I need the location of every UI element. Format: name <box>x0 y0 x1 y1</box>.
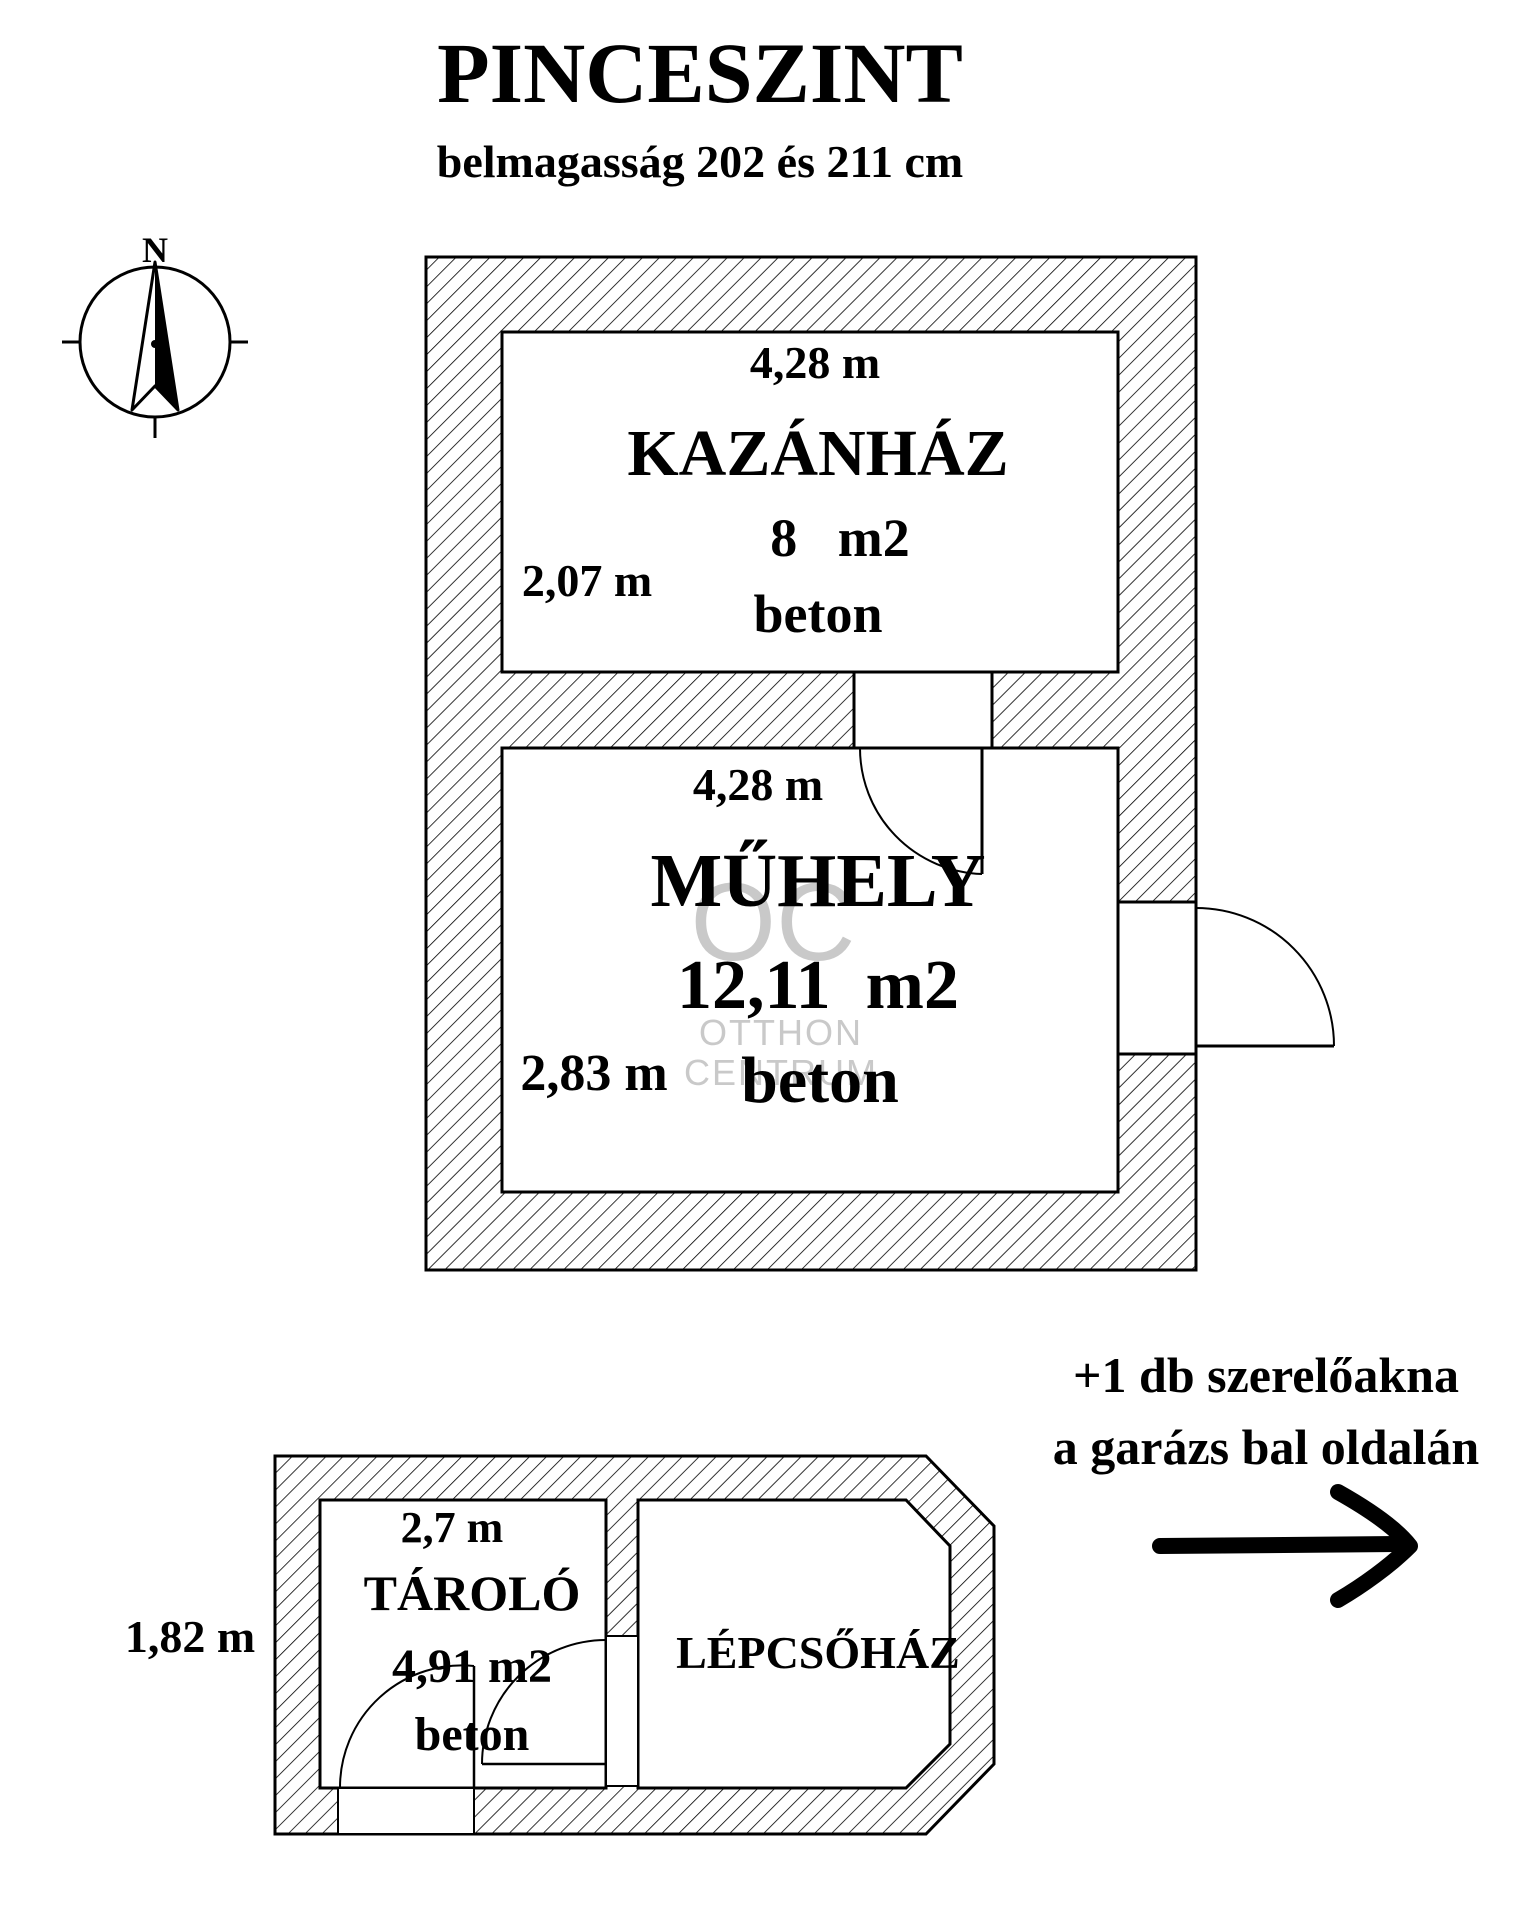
muhely-name: MŰHELY <box>650 839 985 923</box>
muhely-height-label: 2,83 m <box>520 1045 667 1102</box>
tarolo-height-label: 1,82 m <box>125 1611 255 1662</box>
note-line-1: +1 db szerelőakna <box>1073 1347 1459 1403</box>
compass-north-arrow-icon <box>62 260 248 438</box>
watermark-line1: OTTHON <box>699 1012 863 1053</box>
exterior-door-swing <box>1195 907 1335 1048</box>
tarolo-width-label: 2,7 m <box>401 1503 504 1552</box>
note-line-2: a garázs bal oldalán <box>1053 1419 1480 1475</box>
muhely-floor: beton <box>741 1044 899 1117</box>
inner-door-opening <box>852 670 994 750</box>
watermark-line2: CENTRUM <box>684 1052 878 1093</box>
kazanhaz-floor: beton <box>753 584 882 644</box>
muhely-room <box>500 746 1120 1194</box>
otthon-centrum-watermark: OC OTTHON CENTRUM <box>684 861 878 1093</box>
muhely-width-label: 4,28 m <box>693 759 823 810</box>
kazanhaz-width-label: 4,28 m <box>750 337 880 388</box>
page-subtitle: belmagasság 202 és 211 cm <box>437 136 963 187</box>
inner-door-swing <box>859 747 984 875</box>
lower-building-walls <box>273 1454 996 1836</box>
watermark-logo: OC <box>691 861 856 984</box>
tarolo-door-swings <box>338 1639 607 1789</box>
tarolo-floor: beton <box>415 1708 530 1761</box>
lepcsohaz-name: LÉPCSŐHÁZ <box>676 1627 960 1678</box>
tarolo-area: 4,91 m2 <box>392 1640 552 1693</box>
lepcsohaz-room <box>636 1498 952 1790</box>
kazanhaz-height-label: 2,07 m <box>522 555 652 606</box>
tarolo-name: TÁROLÓ <box>364 1565 581 1621</box>
muhely-area: 12,11 m2 <box>677 947 959 1024</box>
lower-entrance-opening <box>337 1787 475 1835</box>
page-title: PINCESZINT <box>437 25 963 121</box>
compass-north-label: N <box>142 230 168 270</box>
upper-building-walls <box>424 255 1198 1272</box>
arrow-right-icon <box>1152 1484 1418 1608</box>
kazanhaz-area: 8 m2 <box>770 508 909 568</box>
lower-inner-opening <box>605 1635 639 1787</box>
kazanhaz-name: KAZÁNHÁZ <box>627 417 1008 490</box>
kazanhaz-room <box>500 330 1120 674</box>
exterior-door-opening <box>1116 900 1198 1056</box>
